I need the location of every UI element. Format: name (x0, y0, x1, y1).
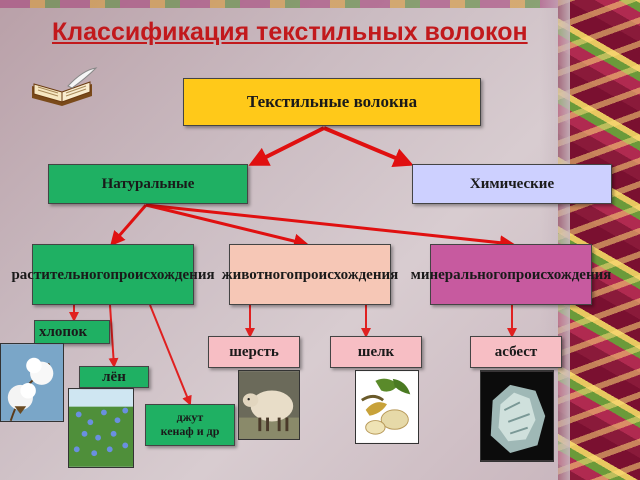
box-animal-origin: животного происхождения (222, 244, 398, 305)
fiber-silk: шелк (330, 336, 422, 368)
cotton-photo (0, 343, 64, 422)
box-chemical: Химические (412, 164, 612, 204)
flax-photo (68, 388, 134, 468)
plant-line-1: растительного (11, 266, 111, 283)
root-box-textile-fibers: Текстильные волокна (183, 78, 481, 126)
sheep-photo (238, 370, 300, 440)
fiber-flax: лён (79, 366, 149, 388)
silkworm-cocoon-photo (355, 370, 419, 444)
fiber-jute: джут кенаф и др (145, 404, 235, 446)
mineral-line-1: минерального (410, 266, 508, 283)
top-decor-border (0, 0, 640, 8)
mineral-line-2: происхождения (507, 266, 612, 283)
plant-line-2: происхождения (110, 266, 215, 283)
animal-line-1: животного (221, 266, 295, 283)
fiber-asbestos: асбест (470, 336, 562, 368)
asbestos-photo (480, 370, 554, 462)
fiber-cotton: хлопок (34, 320, 110, 344)
jute-line-2: кенаф и др (160, 424, 220, 438)
box-mineral-origin: минерального происхождения (411, 244, 611, 305)
box-plant-origin: растительного происхождения (11, 244, 215, 305)
book-quill-icon (32, 67, 98, 106)
page-title: Классификация текстильных волокон (52, 18, 528, 46)
jute-line-1: джут (176, 410, 204, 425)
fiber-wool: шерсть (208, 336, 300, 368)
animal-line-2: происхождения (294, 266, 399, 283)
fabric-decor-strip (540, 0, 640, 480)
box-natural: Натуральные (48, 164, 248, 204)
